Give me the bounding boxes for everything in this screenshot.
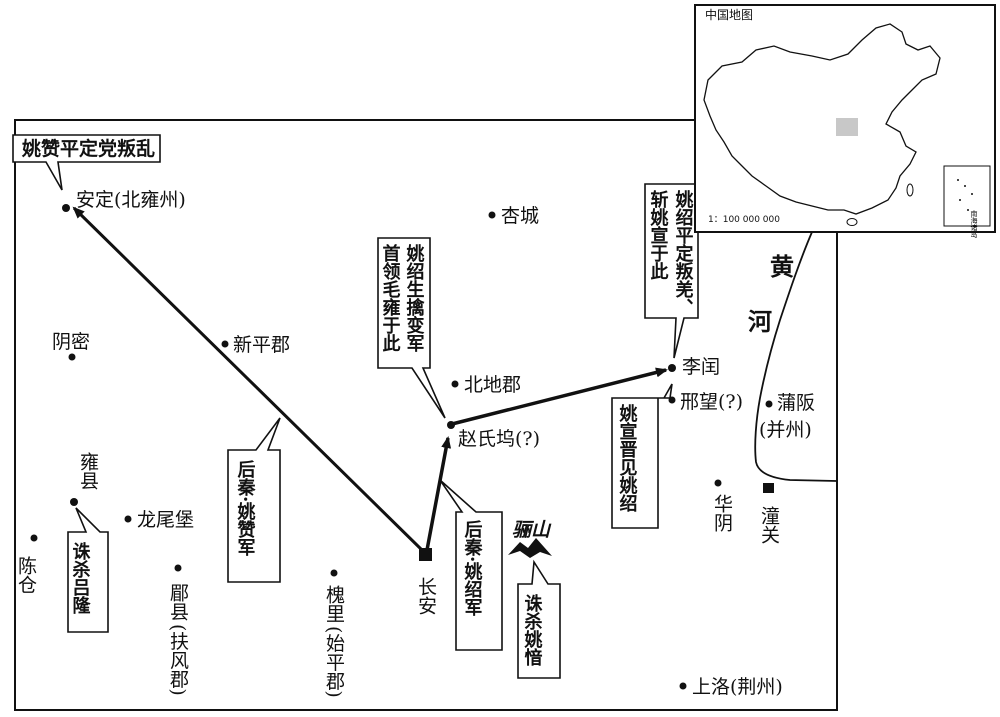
place-fufengjun: (扶风郡) bbox=[167, 624, 189, 696]
place-xingcheng: 杏城 bbox=[501, 205, 539, 227]
place-longweibao: 龙尾堡 bbox=[137, 509, 194, 531]
inset-scale: 1：100 000 000 bbox=[708, 215, 780, 225]
river-label-huang: 黄 bbox=[770, 252, 794, 281]
place-bingzhou: (并州) bbox=[759, 419, 812, 441]
place-dot-zhaoshiwu bbox=[447, 421, 455, 429]
inset-taiwan bbox=[906, 183, 914, 197]
river-label-he: 河 bbox=[748, 307, 772, 336]
callout-yao-shao-capture-col2: 首领毛雍于此 bbox=[380, 243, 401, 352]
place-dot-puban bbox=[765, 400, 773, 408]
place-tongguan: 潼关 bbox=[758, 506, 780, 544]
place-dot-anding bbox=[62, 204, 70, 212]
place-xinpingjun: 新平郡 bbox=[233, 334, 290, 356]
place-shipingjun: (始平郡) bbox=[323, 626, 345, 698]
place-dot-yinmi bbox=[68, 353, 76, 361]
callout-army-yao-shao-text: 后秦·姚绍军 bbox=[462, 520, 484, 616]
place-dot-huaili bbox=[330, 569, 338, 577]
place-dot-chencang bbox=[30, 534, 38, 542]
place-huayin: 华阴 bbox=[711, 494, 733, 532]
place-zhaoshiwu: 赵氏坞(?) bbox=[458, 428, 540, 450]
place-marker-tongguan bbox=[763, 483, 774, 493]
place-changan: 长安 bbox=[415, 577, 437, 615]
place-dot-huayin bbox=[714, 479, 722, 487]
place-lirun: 李闰 bbox=[682, 356, 720, 378]
inset-south-sea-label: 南海诸岛 bbox=[970, 209, 978, 239]
inset-island-dot bbox=[957, 179, 959, 181]
inset-island-dot bbox=[959, 199, 961, 201]
place-beidijun: 北地郡 bbox=[464, 374, 521, 396]
callout-execute-lv-long-text: 诛杀吕隆 bbox=[70, 541, 91, 614]
place-xingwang: 邢望(?) bbox=[680, 391, 743, 413]
inset-hainan bbox=[846, 218, 858, 226]
callout-execute-yao-qing-text: 诛杀姚愔 bbox=[522, 593, 544, 667]
inset-title: 中国地图 bbox=[705, 7, 753, 22]
inset-island-dot bbox=[964, 185, 966, 187]
inset-island-dot bbox=[971, 193, 973, 195]
place-dot-lirun bbox=[668, 364, 676, 372]
route-yao-shao-north bbox=[425, 436, 452, 551]
callout-yao-shao-capture-col1: 姚绍生擒变军 bbox=[404, 243, 426, 352]
callout-execute-yao-qing bbox=[517, 559, 561, 679]
banner-text: 姚赞平定党叛乱 bbox=[21, 137, 155, 160]
place-chencang: 陈仓 bbox=[15, 556, 37, 594]
place-huaili: 槐里 bbox=[323, 585, 345, 623]
inset-south-sea-box bbox=[943, 165, 991, 227]
inset-island-dot bbox=[967, 209, 969, 211]
inset-china-outline bbox=[703, 23, 941, 215]
place-dot-beidijun bbox=[451, 380, 459, 388]
place-dot-yongxian bbox=[70, 498, 78, 506]
callout-yao-shao-capture bbox=[377, 237, 446, 419]
callout-army-yao-zan bbox=[227, 417, 281, 583]
callout-army-yao-shao bbox=[439, 479, 503, 651]
place-dot-longweibao bbox=[124, 515, 132, 523]
place-marker-changan bbox=[419, 548, 432, 561]
mountain-icon bbox=[508, 538, 552, 558]
place-meixian: 郿县 bbox=[167, 583, 189, 621]
inset-region-highlight bbox=[836, 118, 858, 136]
route-yao-shao-east bbox=[451, 367, 668, 426]
place-shangluo: 上洛(荆州) bbox=[692, 676, 783, 698]
place-dot-meixian bbox=[174, 564, 182, 572]
callout-yao-shao-pacify-col2: 斩姚宣于此 bbox=[648, 189, 670, 280]
place-anding: 安定(北雍州) bbox=[76, 189, 186, 211]
callout-yao-xuan-meet-text: 姚宣晋见姚绍 bbox=[617, 403, 639, 513]
place-dot-xinpingjun bbox=[221, 340, 229, 348]
place-yinmi: 阴密 bbox=[52, 331, 90, 353]
callout-execute-lv-long bbox=[67, 507, 109, 633]
place-dot-shangluo bbox=[679, 682, 687, 690]
callout-yao-xuan-meet bbox=[611, 383, 673, 529]
callout-yao-shao-pacify-col1: 姚绍平定叛羌、 bbox=[673, 189, 695, 316]
route-yao-zan bbox=[72, 206, 426, 554]
place-puban: 蒲阪 bbox=[777, 392, 815, 414]
place-lishan: 骊山 bbox=[512, 519, 552, 541]
place-dot-xingcheng bbox=[488, 211, 496, 219]
yellow-river bbox=[754, 231, 838, 482]
banner-callout bbox=[12, 134, 161, 191]
callout-army-yao-zan-text: 后秦·姚赞军 bbox=[235, 460, 257, 556]
